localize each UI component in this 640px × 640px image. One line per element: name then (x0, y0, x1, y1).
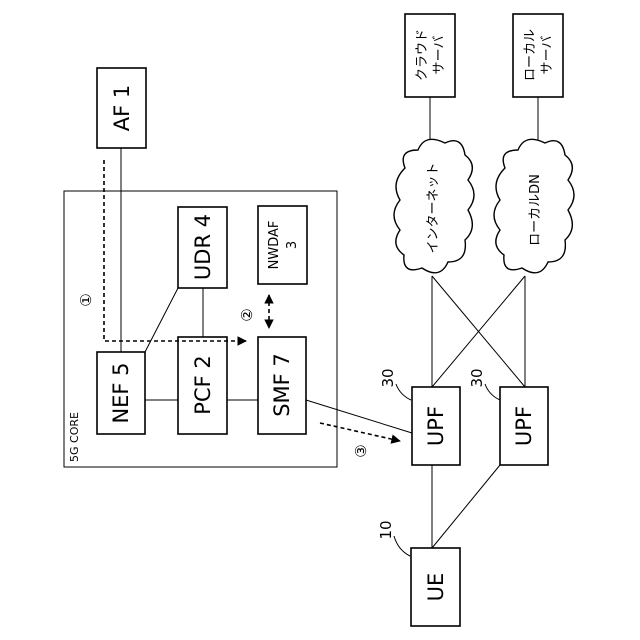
core-label: 5G CORE (68, 412, 81, 462)
upf-label-2: UPF (512, 406, 536, 446)
ref-ue: 10 (377, 520, 395, 539)
nwdaf-number: 3 (285, 241, 300, 249)
smf-label: SMF 7 (270, 353, 294, 417)
local-server-label-1: ローカル (523, 29, 538, 81)
internet-label: インターネット (426, 162, 441, 253)
cloud-server-label-2: サーバ (432, 36, 447, 75)
local-dn-cloud: ローカルDN (494, 139, 574, 273)
af-label: AF 1 (110, 85, 134, 131)
udr-label: UDR 4 (191, 214, 215, 280)
local-server-label-2: サーバ (540, 36, 555, 75)
local-server-box (513, 14, 563, 97)
ref-upf-1: 30 (379, 368, 397, 387)
smf-upf-line (306, 400, 412, 433)
upf-label-1: UPF (424, 406, 448, 446)
connections (121, 97, 538, 548)
ref-upf-1-leader (396, 384, 411, 400)
step-3-marker: ③ (352, 444, 370, 457)
nef-udr-line (145, 288, 178, 352)
ref-upf-2: 30 (468, 368, 486, 387)
ue-label: UE (424, 573, 448, 602)
step-2-marker: ② (238, 308, 256, 321)
ref-ue-leader (394, 536, 410, 556)
cloud-server-box (405, 14, 455, 97)
nef-label: NEF 5 (109, 362, 133, 423)
internet-cloud: インターネット (394, 139, 474, 273)
step-1-marker: ① (77, 293, 95, 306)
cloud-server-label-1: クラウド (415, 29, 430, 81)
pcf-label: PCF 2 (191, 355, 215, 414)
local-dn-label: ローカルDN (528, 174, 543, 246)
nwdaf-label: NWDAF (267, 221, 282, 270)
ref-upf-2-leader (485, 384, 500, 400)
upf2-ue-line (432, 465, 500, 548)
